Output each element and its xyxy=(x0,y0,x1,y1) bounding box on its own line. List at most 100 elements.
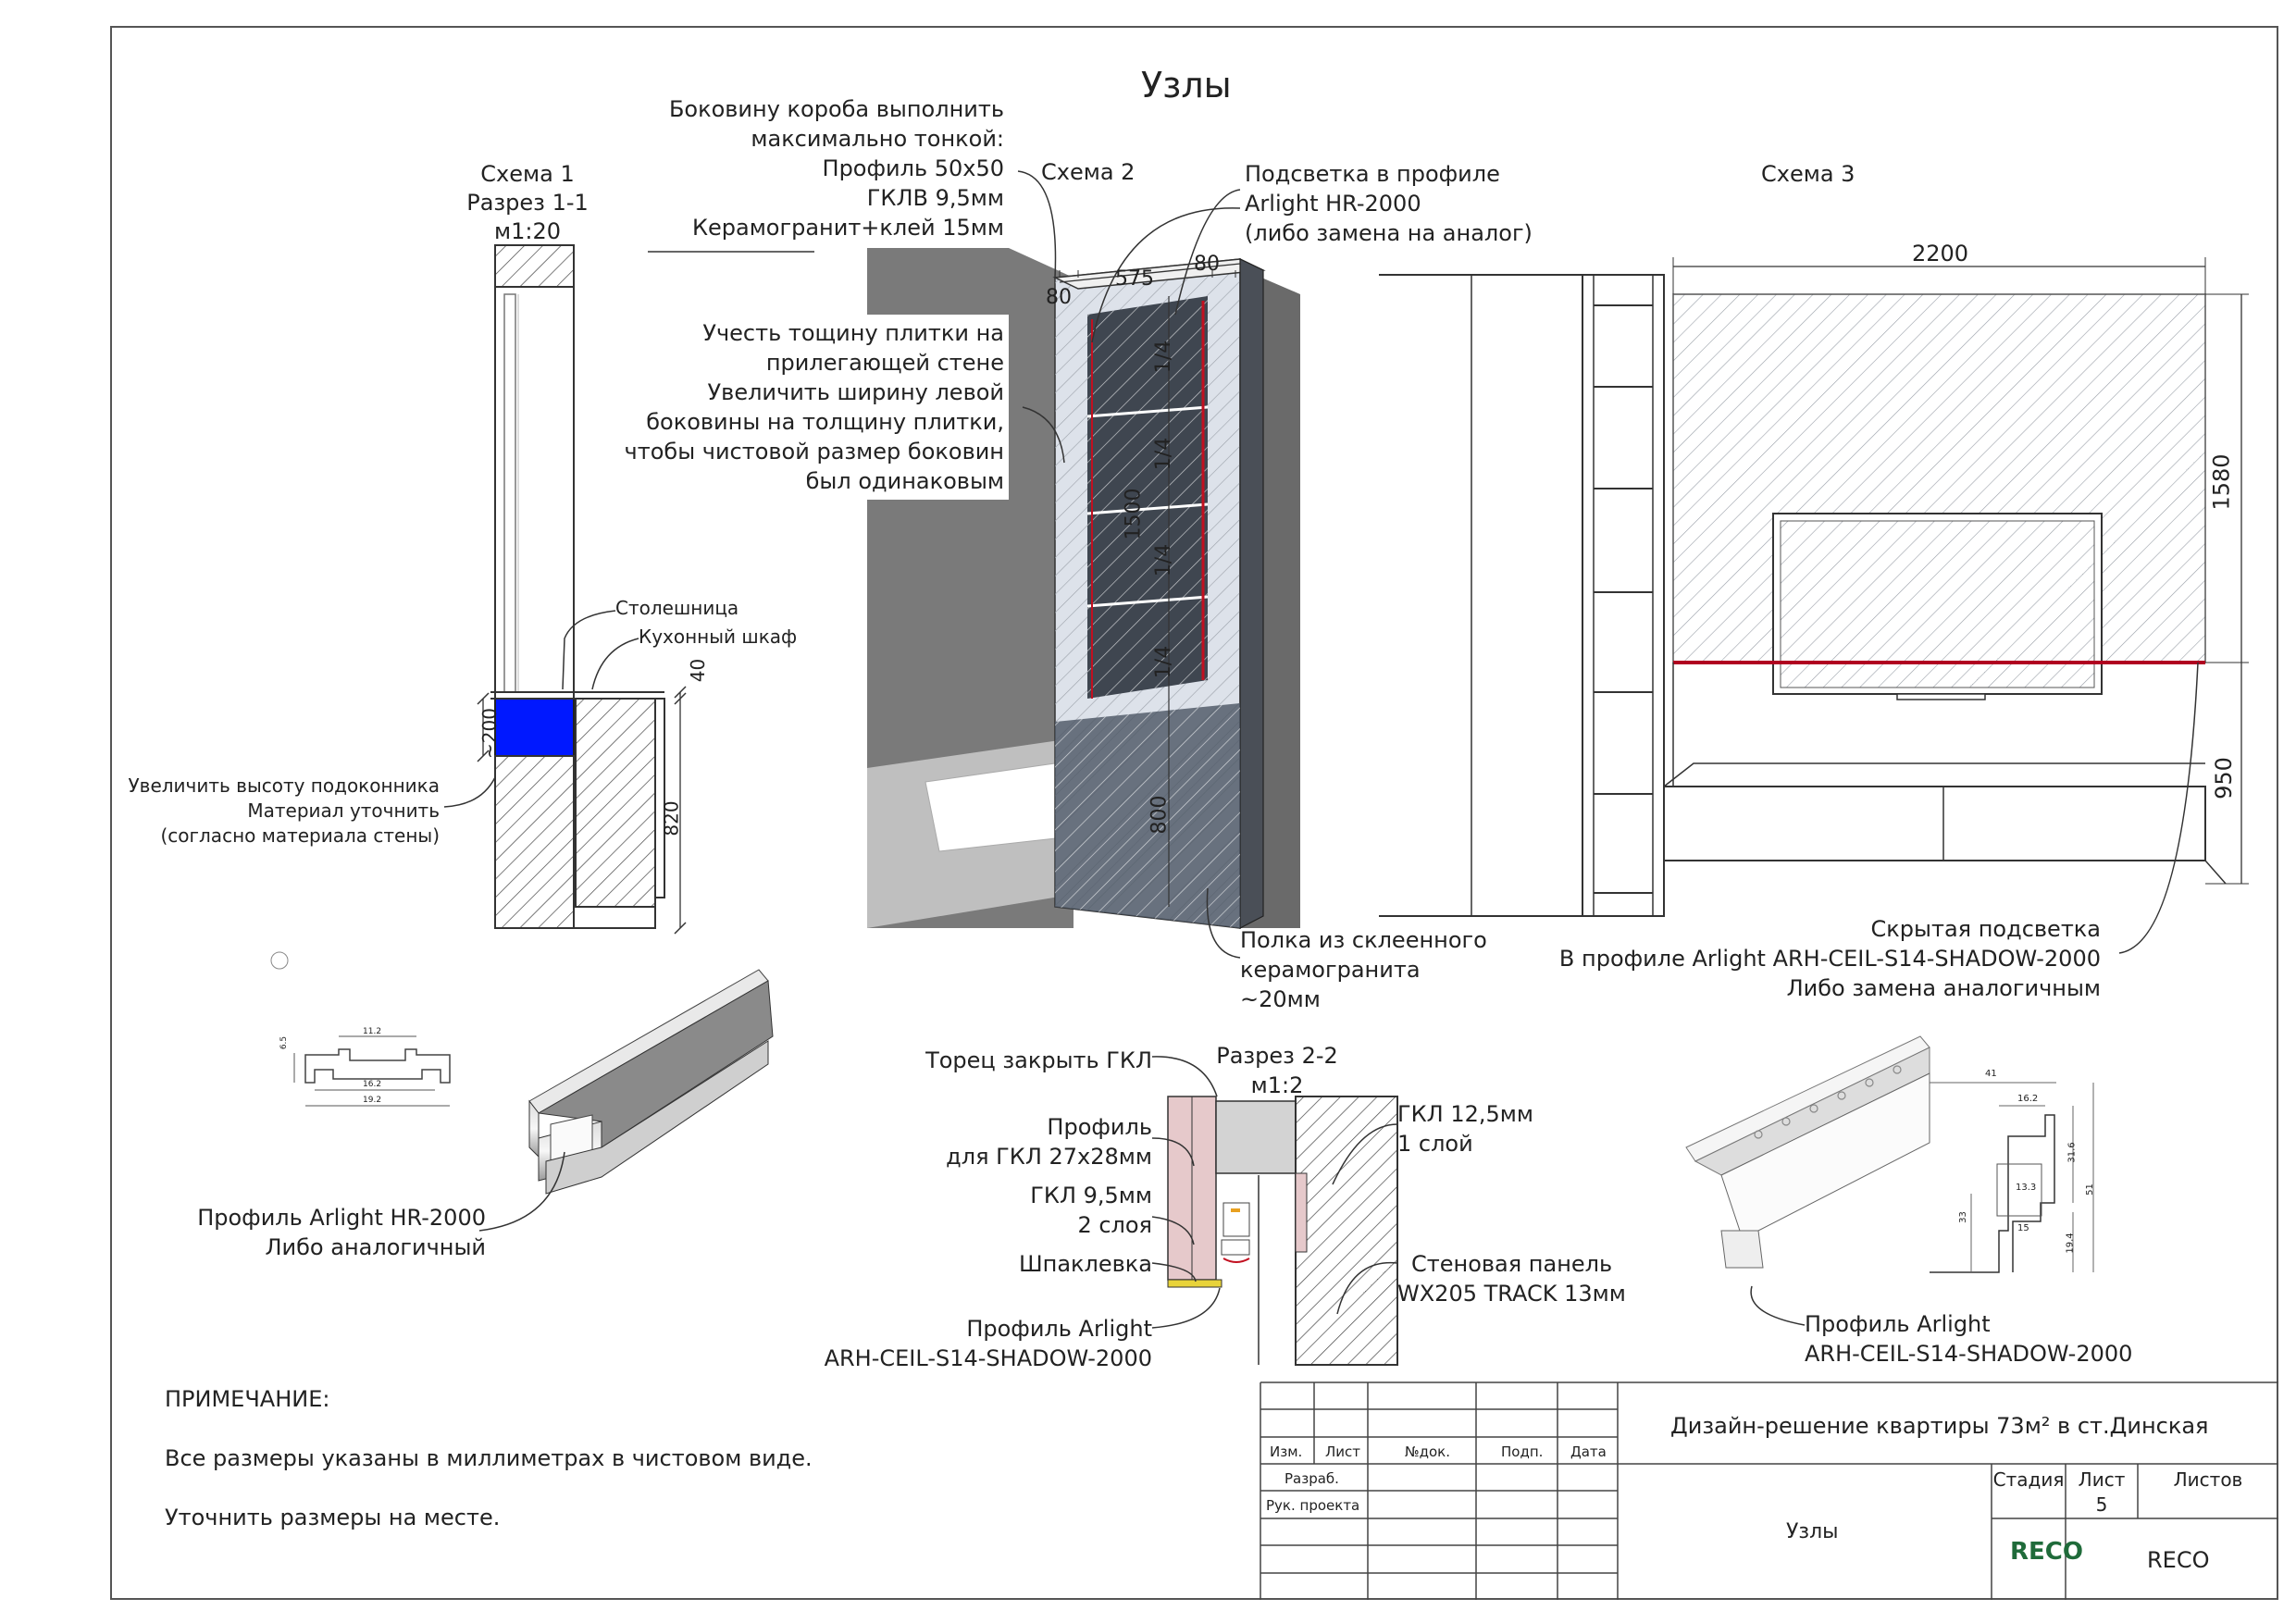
dim-quarter-1: 1/4 xyxy=(1152,340,1176,374)
notes-line-2: Уточнить размеры на месте. xyxy=(165,1505,501,1530)
tb-stage-label: Стадия xyxy=(1992,1468,2065,1491)
tb-company: RECO xyxy=(2147,1547,2210,1573)
scheme3-elevation xyxy=(1379,257,2249,954)
s22-left-5: 2 слоя xyxy=(1077,1212,1152,1238)
tb-col-date: Дата xyxy=(1570,1443,1607,1460)
kitchen-cabinet-hatch xyxy=(575,698,656,908)
kitchen-cabinet-label: Кухонный шкаф xyxy=(639,626,798,648)
sh-dim-8: 19.4 xyxy=(2065,1233,2076,1254)
tile-note-4: боковины на толщину плитки, xyxy=(646,409,1004,435)
shelf-note-2: керамогранита xyxy=(1240,957,1421,983)
dim-height: 820 xyxy=(660,800,683,836)
tb-col-doc: №док. xyxy=(1405,1443,1450,1460)
sh-dim-4: 15 xyxy=(2017,1223,2029,1233)
box-note-2: максимально тонкой: xyxy=(751,126,1004,152)
light-note-2: Arlight HR-2000 xyxy=(1245,191,1421,217)
hr-dim-4: 19.2 xyxy=(363,1096,382,1105)
sh-dim-7: 51 xyxy=(2084,1183,2095,1196)
box-note-4: ГКЛВ 9,5мм xyxy=(866,185,1004,211)
s22-left-7: Профиль Arlight xyxy=(966,1316,1152,1342)
tb-sheet-number: 5 xyxy=(2095,1493,2108,1516)
s3-light-note-3: Либо замена аналогичным xyxy=(1786,975,2101,1001)
scheme1-section xyxy=(443,244,687,935)
dim-top: 40 xyxy=(687,658,710,683)
dim-quarter-2: 1/4 xyxy=(1152,437,1176,471)
tile-note-1: Учесть тощину плитки на xyxy=(702,320,1004,346)
box-note-5: Керамогранит+клей 15мм xyxy=(691,215,1004,241)
scheme1-title-3: м1:20 xyxy=(494,218,561,244)
s22-right-3: Стеновая панель xyxy=(1411,1251,1613,1277)
sill-note-1: Увеличить высоту подоконника xyxy=(128,774,440,797)
light-note-1: Подсветка в профиле xyxy=(1245,161,1500,187)
dim-s3-width: 2200 xyxy=(1912,241,1969,266)
tile-note-5: чтобы чистовой размер боковин xyxy=(624,439,1004,465)
sh-dim-2: 16.2 xyxy=(2017,1094,2039,1104)
sh-dim-6: 31.6 xyxy=(2066,1142,2078,1163)
tb-sheet-label: Лист xyxy=(2078,1468,2126,1491)
hr-label-1: Профиль Arlight HR-2000 xyxy=(197,1205,486,1231)
dim-s2-right: 80 xyxy=(1194,253,1220,276)
s22-title-1: Разрез 2-2 xyxy=(1216,1043,1338,1069)
tb-row-razrab: Разраб. xyxy=(1285,1470,1339,1487)
sh-dim-3: 13.3 xyxy=(2016,1183,2037,1193)
tb-sheets-label: Листов xyxy=(2173,1468,2243,1491)
scheme1-title-2: Разрез 1-1 xyxy=(466,190,589,216)
titleblock-grid xyxy=(1260,1381,2278,1600)
section22-drawing xyxy=(1151,1056,1398,1366)
s22-right-4: WX205 TRACK 13мм xyxy=(1397,1281,1626,1307)
light-note-3: (либо замена на аналог) xyxy=(1245,220,1533,246)
hr-dim-2: 6.5 xyxy=(279,1035,290,1050)
tile-note-6: был одинаковым xyxy=(805,468,1004,494)
profile-shadow-drawings xyxy=(1685,1035,2094,1326)
s22-title-2: м1:2 xyxy=(1250,1072,1304,1098)
s22-left-3: для ГКЛ 27х28мм xyxy=(946,1144,1152,1170)
tile-note-3: Увеличить ширину левой xyxy=(707,379,1004,405)
dim-quarter-3: 1/4 xyxy=(1152,543,1176,577)
s22-left-8: ARH-CEIL-S14-SHADOW-2000 xyxy=(824,1345,1152,1371)
s3-light-note-1: Скрытая подсветка xyxy=(1870,916,2101,942)
sill-block xyxy=(494,698,575,757)
dim-s2-bottom: 800 xyxy=(1148,795,1172,835)
s22-left-4: ГКЛ 9,5мм xyxy=(1030,1183,1152,1208)
s22-right-1: ГКЛ 12,5мм xyxy=(1397,1101,1533,1127)
tb-col-izm: Изм. xyxy=(1270,1443,1303,1460)
notes-heading: ПРИМЕЧАНИЕ: xyxy=(165,1386,330,1412)
countertop-label: Столешница xyxy=(615,597,739,619)
tb-col-sign: Подп. xyxy=(1501,1443,1544,1460)
sh-label-2: ARH-CEIL-S14-SHADOW-2000 xyxy=(1805,1341,2133,1367)
dim-s3-upper: 1580 xyxy=(2208,453,2235,511)
s22-right-2: 1 слой xyxy=(1397,1131,1473,1157)
shelf-note-1: Полка из склеенного xyxy=(1240,927,1487,953)
profile-hr-drawings xyxy=(270,951,774,1232)
tb-project: Дизайн-решение квартиры 73м² в ст.Динска… xyxy=(1670,1413,2209,1439)
tb-sheet-name: Узлы xyxy=(1786,1520,1839,1543)
scheme1-title-1: Схема 1 xyxy=(480,161,575,187)
sh-dim-1: 41 xyxy=(1985,1069,1997,1079)
sh-label-1: Профиль Arlight xyxy=(1805,1311,1991,1337)
s3-light-note-2: В профиле Arlight ARH-CEIL-S14-SHADOW-20… xyxy=(1558,946,2101,972)
dim-s2-left: 80 xyxy=(1046,286,1072,309)
sill-note-2: Материал уточнить xyxy=(247,799,440,822)
reco-logo: RECO xyxy=(2010,1538,2083,1566)
dim-s2-height: 1500 xyxy=(1122,488,1146,540)
hr-dim-3: 16.2 xyxy=(363,1080,382,1089)
sh-dim-5: 33 xyxy=(1957,1211,1968,1223)
dim-s3-lower: 950 xyxy=(2210,757,2237,799)
page-title: Узлы xyxy=(1141,65,1232,105)
drawing-frame xyxy=(110,26,2278,1600)
dim-s2-width: 575 xyxy=(1115,267,1154,291)
shelf-note-3: ~20мм xyxy=(1240,986,1321,1012)
scheme3-title: Схема 3 xyxy=(1761,161,1855,187)
tb-row-ruk: Рук. проекта xyxy=(1266,1497,1360,1514)
dim-quarter-4: 1/4 xyxy=(1152,645,1176,679)
box-note-1: Боковину короба выполнить xyxy=(668,96,1004,122)
window-frame xyxy=(503,293,516,693)
scheme2-title: Схема 2 xyxy=(1041,159,1136,185)
tile-note-2: прилегающей стене xyxy=(765,350,1004,376)
hr-dim-1: 11.2 xyxy=(363,1027,382,1036)
sill-note-3: (согласно материала стены) xyxy=(160,824,440,847)
s22-left-2: Профиль xyxy=(1047,1114,1152,1140)
wall-below-sill xyxy=(494,755,575,929)
scheme2-view xyxy=(648,170,1300,959)
